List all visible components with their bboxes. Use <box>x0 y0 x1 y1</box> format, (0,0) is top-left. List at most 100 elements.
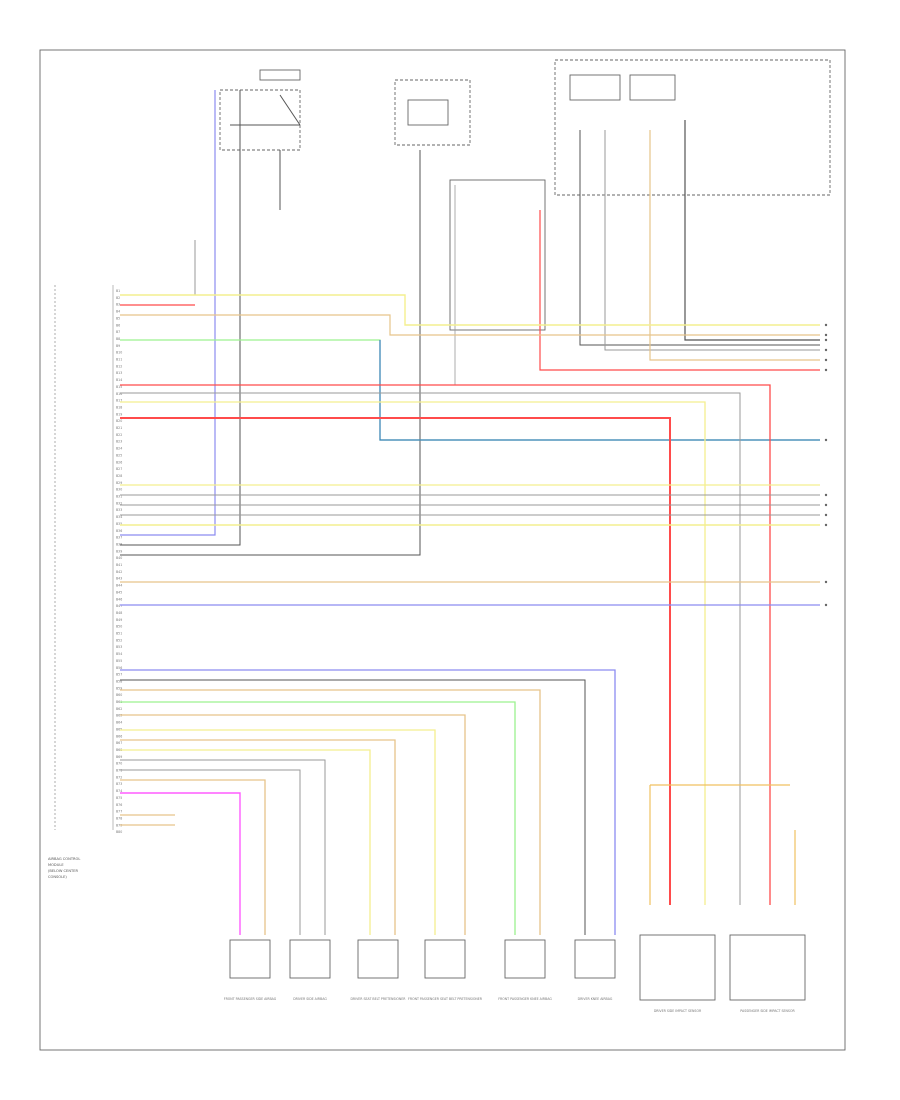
component-label: FRONT PASSENGER SIDE AIRBAG <box>224 997 277 1001</box>
airbag-module-box <box>504 939 546 979</box>
pin-label: B31 <box>116 495 122 499</box>
pin-label: B19 <box>116 412 122 416</box>
pin-label: B38 <box>116 542 122 546</box>
pin-label: B44 <box>116 584 122 588</box>
pin-label: B2 <box>116 296 120 300</box>
pin-label: B67 <box>116 741 122 745</box>
pin-label: B7 <box>116 330 120 334</box>
pin-label: B64 <box>116 721 122 725</box>
pin-label: B17 <box>116 399 122 403</box>
caption-line-1: AIRBAG CONTROL <box>48 857 80 861</box>
diagram-frame <box>39 49 846 1051</box>
component-label: FRONT PASSENGER KNEE AIRBAG <box>498 997 552 1001</box>
bottom-components: FRONT PASSENGER SIDE AIRBAG DRIVER SIDE A… <box>224 934 806 1013</box>
pin-labels: B1B2B3B4B5B6B7B8B9B10B11B12B13B14B15B16B… <box>116 289 122 834</box>
pin-label: B15 <box>116 385 122 389</box>
pin-label: B25 <box>116 453 122 457</box>
terminal-dot <box>824 348 828 352</box>
pin-label: B52 <box>116 638 122 642</box>
impact-sensor-box <box>639 934 716 1001</box>
pin-label: B48 <box>116 611 122 615</box>
pin-label: B28 <box>116 474 122 478</box>
pin-label: B55 <box>116 659 122 663</box>
terminal-dot <box>824 438 828 442</box>
pin-label: B14 <box>116 378 122 382</box>
pin-label: B3 <box>116 303 120 307</box>
pin-label: B77 <box>116 810 122 814</box>
pin-label: B69 <box>116 755 122 759</box>
pin-label: B11 <box>116 358 122 362</box>
component-label: DRIVER SEAT BELT PRETENSIONER <box>350 997 406 1001</box>
top-fuse-box-mid <box>394 79 471 146</box>
component-label: DRIVER SIDE IMPACT SENSOR <box>654 1009 702 1013</box>
pin-label: B20 <box>116 419 122 423</box>
terminal-dot <box>824 368 828 372</box>
airbag-module-box <box>574 939 616 979</box>
pin-label: B29 <box>116 481 122 485</box>
pin-label: B41 <box>116 563 122 567</box>
module-connector <box>54 285 114 830</box>
pin-label: B66 <box>116 734 122 738</box>
pin-label: B47 <box>116 604 122 608</box>
component-label: DRIVER SIDE AIRBAG <box>293 997 327 1001</box>
component-label: DRIVER KNEE AIRBAG <box>578 997 613 1001</box>
terminal-dot <box>824 513 828 517</box>
pin-label: B62 <box>116 707 122 711</box>
pin-label: B73 <box>116 782 122 786</box>
terminal-dot <box>824 503 828 507</box>
pin-label: B32 <box>116 501 122 505</box>
terminal-dot <box>824 333 828 337</box>
pin-label: B60 <box>116 693 122 697</box>
pin-label: B27 <box>116 467 122 471</box>
pin-label: B10 <box>116 351 122 355</box>
terminal-dot <box>824 493 828 497</box>
pin-label: B24 <box>116 447 122 451</box>
pin-label: B78 <box>116 816 122 820</box>
pin-label: B72 <box>116 775 122 779</box>
pin-label: B46 <box>116 597 122 601</box>
pin-label: B13 <box>116 371 122 375</box>
pin-label: B12 <box>116 364 122 368</box>
pin-label: B23 <box>116 440 122 444</box>
airbag-module-box <box>357 939 399 979</box>
pin-label: B42 <box>116 570 122 574</box>
caption-line-2: MODULE <box>48 863 64 867</box>
pin-label: B4 <box>116 310 120 314</box>
pin-label: B9 <box>116 344 120 348</box>
pin-label: B65 <box>116 727 122 731</box>
terminal-dot <box>824 323 828 327</box>
airbag-module-box <box>289 939 331 979</box>
impact-sensor-box <box>729 934 806 1001</box>
pin-label: B8 <box>116 337 120 341</box>
pin-label: B70 <box>116 762 122 766</box>
pin-label: B68 <box>116 748 122 752</box>
pin-label: B59 <box>116 686 122 690</box>
top-right-modules <box>449 59 831 331</box>
pin-label: B71 <box>116 769 122 773</box>
pin-label: B33 <box>116 508 122 512</box>
pin-label: B51 <box>116 632 122 636</box>
caption-line-3: (BELOW CENTER <box>48 869 78 873</box>
pin-label: B57 <box>116 673 122 677</box>
pin-label: B74 <box>116 789 122 793</box>
pin-label: B35 <box>116 522 122 526</box>
pin-label: B58 <box>116 679 122 683</box>
pin-label: B40 <box>116 556 122 560</box>
pin-label: B30 <box>116 488 122 492</box>
pin-label: B49 <box>116 618 122 622</box>
pin-label: B18 <box>116 405 122 409</box>
pin-label: B50 <box>116 625 122 629</box>
pin-label: B75 <box>116 796 122 800</box>
pin-label: B79 <box>116 823 122 827</box>
pin-label: B1 <box>116 289 120 293</box>
component-label: PASSENGER SIDE IMPACT SENSOR <box>740 1009 795 1013</box>
pin-label: B37 <box>116 536 122 540</box>
top-fuse-box-left <box>219 69 301 151</box>
pin-label: B39 <box>116 549 122 553</box>
pin-label: B56 <box>116 666 122 670</box>
pin-label: B61 <box>116 700 122 704</box>
terminal-dot <box>824 603 828 607</box>
pin-label: B22 <box>116 433 122 437</box>
terminal-dot <box>824 580 828 584</box>
